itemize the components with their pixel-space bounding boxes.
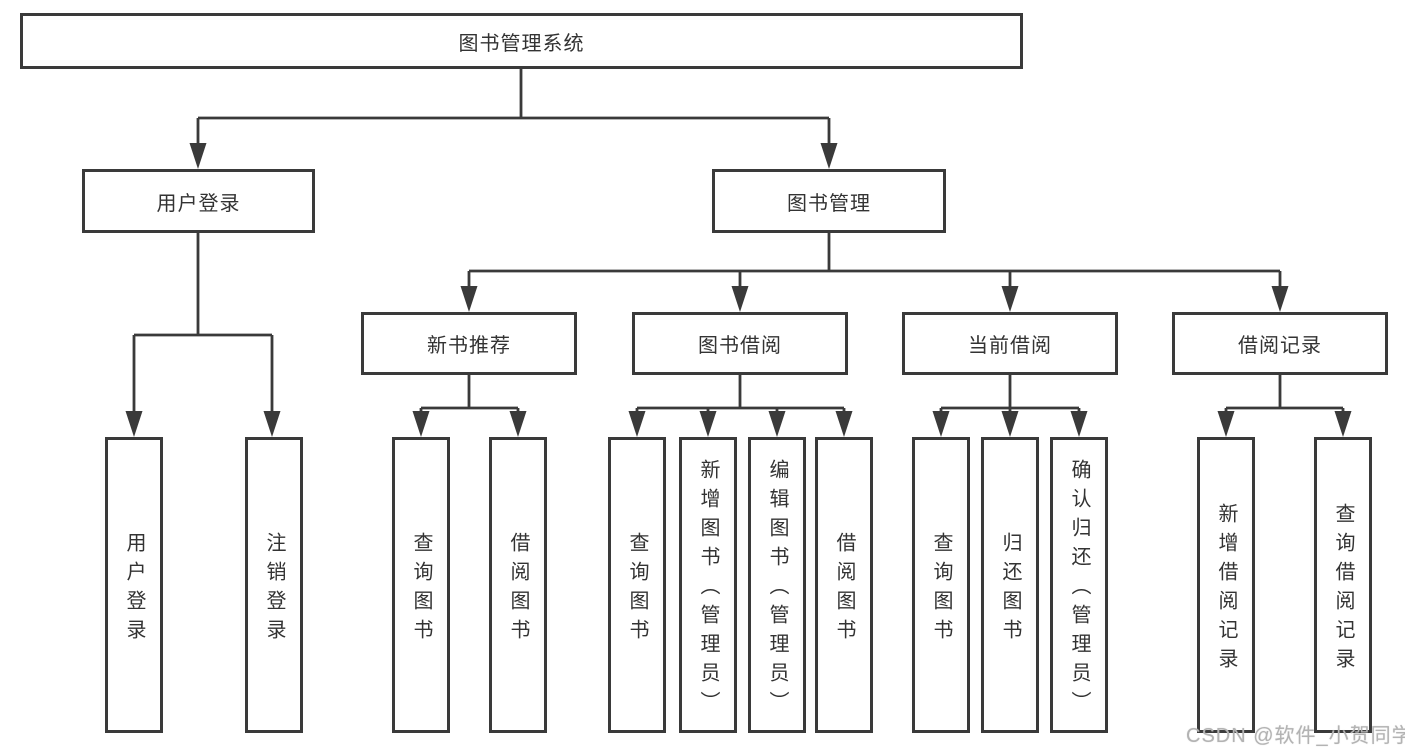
node-book-borrow: 图书借阅 <box>632 312 848 375</box>
leaf-logout: 注销登录 <box>245 437 303 733</box>
node-book-management: 图书管理 <box>712 169 946 233</box>
leaf-return-book: 归还图书 <box>981 437 1039 733</box>
leaf-query-borrow-record: 查询借阅记录 <box>1314 437 1372 733</box>
leaf-query-book-borrow-label: 查询图书 <box>626 531 648 648</box>
node-new-book-recommend: 新书推荐 <box>361 312 577 375</box>
leaf-return-book-label: 归还图书 <box>999 531 1021 648</box>
leaf-borrow-book-recommend: 借阅图书 <box>489 437 547 733</box>
leaf-borrow-book: 借阅图书 <box>815 437 873 733</box>
leaf-borrow-book-recommend-label: 借阅图书 <box>507 531 529 648</box>
leaf-query-book-current: 查询图书 <box>912 437 970 733</box>
leaf-user-login: 用户登录 <box>105 437 163 733</box>
leaf-edit-book-admin: 编辑图书（管理员） <box>748 437 806 733</box>
node-root-system: 图书管理系统 <box>20 13 1023 69</box>
leaf-query-borrow-record-label: 查询借阅记录 <box>1332 502 1354 677</box>
leaf-query-book-recommend-label: 查询图书 <box>410 531 432 648</box>
leaf-add-book-admin-label: 新增图书（管理员） <box>697 459 719 720</box>
leaf-query-book-borrow: 查询图书 <box>608 437 666 733</box>
leaf-add-book-admin: 新增图书（管理员） <box>679 437 737 733</box>
leaf-borrow-book-label: 借阅图书 <box>833 531 855 648</box>
leaf-user-login-label: 用户登录 <box>123 531 145 648</box>
leaf-edit-book-admin-label: 编辑图书（管理员） <box>766 459 788 720</box>
node-user-login: 用户登录 <box>82 169 315 233</box>
leaf-logout-label: 注销登录 <box>263 531 285 648</box>
leaf-confirm-return-admin-label: 确认归还（管理员） <box>1068 459 1090 720</box>
leaf-confirm-return-admin: 确认归还（管理员） <box>1050 437 1108 733</box>
csdn-watermark: CSDN @软件_小贺同学 <box>1186 725 1405 747</box>
leaf-add-borrow-record-label: 新增借阅记录 <box>1215 502 1237 677</box>
node-current-borrow: 当前借阅 <box>902 312 1118 375</box>
leaf-query-book-current-label: 查询图书 <box>930 531 952 648</box>
node-borrow-records: 借阅记录 <box>1172 312 1388 375</box>
leaf-add-borrow-record: 新增借阅记录 <box>1197 437 1255 733</box>
leaf-query-book-recommend: 查询图书 <box>392 437 450 733</box>
